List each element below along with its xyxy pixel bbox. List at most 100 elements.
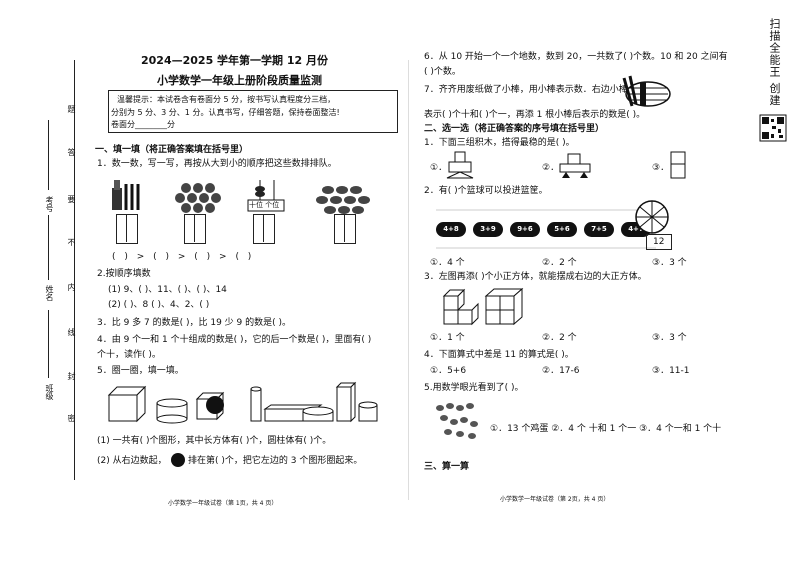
pill-outlines xyxy=(436,209,656,249)
blocks-b-icon xyxy=(559,153,591,178)
option-text[interactable]: ①．5+6 xyxy=(430,366,467,376)
box-divider xyxy=(263,214,264,242)
question-text[interactable]: (2) ( )、8 ( )、4、2、( ) xyxy=(108,300,210,310)
question-text: 5．圈一圈，填一填。 xyxy=(97,366,184,376)
exam-title: 2024—2025 学年第一学期 12 月份 xyxy=(141,54,329,67)
box-divider xyxy=(126,214,127,242)
basket-icon xyxy=(635,200,669,234)
class-label: 班级 xyxy=(45,384,54,400)
basketball-expression: 9+6 xyxy=(510,222,540,237)
notice-text: 分别为 5 分、3 分、1 分。认真书写，仔细答题，保持卷面整洁! xyxy=(111,108,340,117)
blocks-a-icon xyxy=(446,151,474,179)
short-cylinder-icon xyxy=(358,401,378,422)
option-text[interactable]: ③．3 个 xyxy=(652,258,687,268)
blocks-c-icon xyxy=(670,151,686,179)
scanner-watermark: 扫描全能王 创建 xyxy=(768,18,781,107)
page-footer: 小学数学一年级试卷（第 2页，共 4 页） xyxy=(500,496,610,503)
question-text: 1．数一数，写一写，再按从大到小的顺序把这些数排排队。 xyxy=(97,159,337,169)
option-text[interactable]: ③．3 个 xyxy=(652,333,687,343)
name-field[interactable] xyxy=(48,215,49,280)
question-text[interactable]: (1) 一共有( )个图形，其中长方体有( )个，圆柱体有( )个。 xyxy=(97,436,332,446)
basketball-expression: 5+6 xyxy=(547,222,577,237)
question-text[interactable]: 6．从 10 开始一个一个地数，数到 20，一共数了( )个数。10 和 20 … xyxy=(424,52,728,62)
option-text[interactable]: ②．2 个 xyxy=(542,333,577,343)
ball-icon xyxy=(171,453,185,467)
answer-box[interactable] xyxy=(334,214,356,244)
score-field[interactable]: 卷面分________分 xyxy=(111,120,175,129)
flat-cylinder-icon xyxy=(302,406,334,422)
cubes-figure xyxy=(442,287,524,326)
question-text[interactable]: ( )个数。 xyxy=(424,67,461,77)
question-text[interactable]: 4．由 9 个一和 1 个十组成的数是( )，它的后一个数是( )，里面有( ) xyxy=(97,335,372,345)
question-text: 7．齐齐用废纸做了小棒，用小棒表示数．右边小棒 xyxy=(424,85,628,95)
binding-label: 封 xyxy=(67,372,76,380)
section-heading: 二、选一选（将正确答案的序号填在括号里） xyxy=(424,124,605,134)
binding-label: 密 xyxy=(67,414,76,422)
question-text[interactable]: 个十，读作( )。 xyxy=(97,350,161,360)
binding-label: 线 xyxy=(67,328,76,336)
flowers-icon xyxy=(175,183,221,213)
basketball-expression: 4+8 xyxy=(436,222,466,237)
exam-subtitle: 小学数学一年级上册阶段质量监测 xyxy=(157,74,322,87)
sticks-icon xyxy=(112,180,140,210)
option-mark[interactable]: ②． xyxy=(542,163,560,173)
question-text[interactable]: 3．左图再添( )个小正方体，就能摆成右边的大正方体。 xyxy=(424,272,647,282)
target-number: 12 xyxy=(653,237,665,247)
option-text[interactable]: ①．4 个 xyxy=(430,258,465,268)
binding-label: 题 xyxy=(67,105,76,113)
tall-cuboid-icon xyxy=(335,381,357,423)
binding-label: 不 xyxy=(67,238,76,246)
cylinder-icon xyxy=(156,398,188,424)
binding-label: 内 xyxy=(67,283,76,291)
seal-line xyxy=(74,60,75,480)
exam-number-field[interactable] xyxy=(48,120,49,190)
order-blanks[interactable]: ( ) > ( ) > ( ) > ( ) xyxy=(112,252,252,262)
question-text[interactable]: 4．下面算式中差是 11 的算式是( )。 xyxy=(424,350,574,360)
box-divider xyxy=(344,214,345,242)
option-text[interactable]: ③．11-1 xyxy=(652,366,690,376)
fish-icon xyxy=(316,186,370,214)
binding-label: 答 xyxy=(67,148,76,156)
tall-cylinder-icon xyxy=(250,386,262,422)
question-text[interactable]: (1) 9、( )、11、( )、( )、14 xyxy=(108,285,227,295)
ball-icon xyxy=(206,396,224,414)
class-field[interactable] xyxy=(48,310,49,378)
target-box: 12 xyxy=(646,234,672,250)
question-text[interactable]: 表示( )个十和( )个一，再添 1 根小棒后表示的数是( )。 xyxy=(424,110,646,120)
counting-pictures xyxy=(112,180,370,214)
abacus-label: 十位 个位 xyxy=(249,201,280,209)
answer-box[interactable] xyxy=(116,214,138,244)
answer-box[interactable] xyxy=(184,214,206,244)
qr-code-icon xyxy=(759,114,787,142)
basketball-expression: 7+5 xyxy=(584,222,614,237)
box-divider xyxy=(194,214,195,242)
exam-number-label: 考号 xyxy=(45,196,54,212)
answer-box[interactable] xyxy=(253,214,275,244)
question-text: 2.按顺序填数 xyxy=(97,269,151,279)
cuboid-icon xyxy=(107,385,147,423)
option-text[interactable]: ②．2 个 xyxy=(542,258,577,268)
question-text[interactable]: 排在第( )个，把它左边的 3 个图形圈起来。 xyxy=(188,456,363,466)
notice-box: 温馨提示：本试卷含有卷面分 5 分，按书写认真程度分三档， 分别为 5 分、3 … xyxy=(108,90,398,133)
binding-label: 要 xyxy=(67,195,76,203)
eggs-image xyxy=(436,403,478,439)
question-text[interactable]: 3．比 9 多 7 的数是( )，比 19 少 9 的数是( )。 xyxy=(97,318,292,328)
notice-text: 温馨提示：本试卷含有卷面分 5 分，按书写认真程度分三档， xyxy=(117,95,336,104)
name-label: 姓名 xyxy=(45,285,54,301)
page-divider xyxy=(408,60,409,500)
option-mark[interactable]: ③． xyxy=(652,163,670,173)
option-text[interactable]: ①．13 个鸡蛋 ②．4 个 十和 1 个一 ③．4 个一和 1 个十 xyxy=(490,424,722,434)
question-text[interactable]: 1．下面三组积木，搭得最稳的是( )。 xyxy=(424,138,575,148)
basketball-expression: 3+9 xyxy=(473,222,503,237)
section-heading: 三、算一算 xyxy=(424,462,470,472)
section-heading: 一、填一填（将正确答案填在括号里） xyxy=(95,145,249,155)
question-text[interactable]: 5.用数学眼光看到了( )。 xyxy=(424,383,524,393)
question-text: (2) 从右边数起， xyxy=(97,456,167,466)
option-text[interactable]: ①．1 个 xyxy=(430,333,465,343)
question-text[interactable]: 2．有( )个篮球可以投进篮筐。 xyxy=(424,186,548,196)
option-mark[interactable]: ①． xyxy=(430,163,448,173)
abacus-icon xyxy=(247,180,285,212)
sticks-bundle-icon xyxy=(622,75,671,107)
solid-shapes xyxy=(107,381,378,424)
option-text[interactable]: ②．17-6 xyxy=(542,366,580,376)
